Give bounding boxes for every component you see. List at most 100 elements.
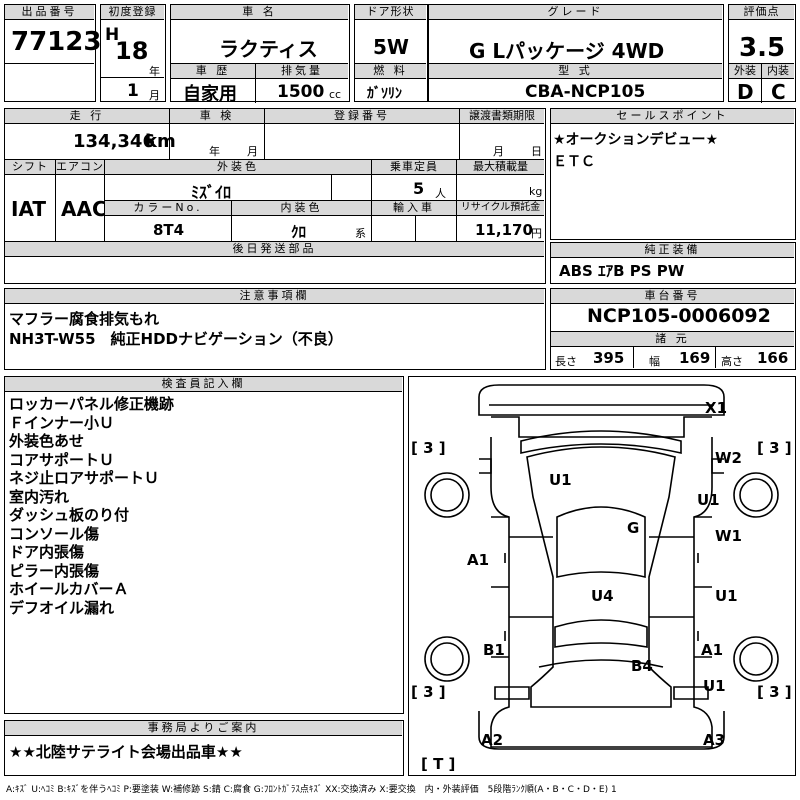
cc-unit: cc bbox=[329, 88, 342, 101]
parts-label: 後日発送部品 bbox=[5, 242, 544, 256]
mileage-unit: km bbox=[145, 131, 176, 152]
damage-a1-left: A1 bbox=[467, 551, 490, 569]
load-unit: kg bbox=[529, 185, 543, 198]
score: 3.5 bbox=[739, 33, 786, 63]
damage-a3: A3 bbox=[703, 731, 726, 749]
tire-front-left-tread: [ 3 ] bbox=[411, 439, 446, 457]
sales-points-box: セールスポイント ★オークションデビュー★ ＥＴＣ bbox=[550, 108, 796, 240]
office-label: 事務局よりご案内 bbox=[5, 721, 402, 735]
width: 169 bbox=[679, 349, 711, 367]
capacity-unit: 人 bbox=[435, 187, 446, 200]
insp-month-unit: 月 bbox=[247, 145, 258, 158]
car-name-box: 車 名 ラクティス 車 歴 排気量 自家用 1500 cc bbox=[170, 4, 350, 105]
model-label: 型 式 bbox=[429, 64, 722, 78]
displacement: 1500 bbox=[277, 82, 325, 102]
history-label: 車 歴 bbox=[171, 64, 255, 78]
import-label: 輸入車 bbox=[372, 201, 456, 215]
year-unit: 年 bbox=[149, 65, 160, 78]
chassis-label: 車台番号 bbox=[551, 289, 794, 303]
equipment-box: 純正装備 ABS ｴｱB PS PW bbox=[550, 242, 796, 284]
capacity-label: 乗車定員 bbox=[372, 160, 456, 174]
inspector-note: 室内汚れ bbox=[9, 487, 70, 506]
shift: IAT bbox=[11, 197, 47, 221]
car-diagram bbox=[424, 384, 779, 750]
car-diagram-box: X1 [ 3 ] [ 3 ] W2 U1 U1 G W1 A1 U4 U1 B1… bbox=[408, 376, 796, 776]
inspector-note: デフオイル漏れ bbox=[9, 598, 115, 617]
inspector-note: コンソール傷 bbox=[9, 524, 100, 543]
reg-year: 18 bbox=[115, 37, 149, 65]
color-no-label: カラーNo. bbox=[105, 201, 231, 215]
damage-u1-right-lower: U1 bbox=[715, 587, 738, 605]
dims-label: 諸 元 bbox=[551, 332, 794, 346]
office-box: 事務局よりご案内 ★★北陸サテライト会場出品車★★ bbox=[4, 720, 404, 776]
grade: G Lパッケージ 4WD bbox=[469, 39, 665, 63]
lot-box: 出品番号 77123 bbox=[4, 4, 101, 102]
inspector-note: Ｆインナー小Ｕ bbox=[9, 413, 115, 432]
tire-front-right-tread: [ 3 ] bbox=[757, 439, 792, 457]
recycle-fee: 11,170 bbox=[475, 221, 533, 239]
cc-label: 排気量 bbox=[256, 64, 348, 78]
height-label: 高さ bbox=[721, 355, 743, 368]
recycle-unit: 円 bbox=[531, 227, 542, 240]
inspector-notes-list: ロッカーパネル修正機跡 Ｆインナー小Ｕ 外装色あせ コアサポートＵ ネジ止ロアサ… bbox=[9, 395, 174, 617]
chassis-number: NCP105-0006092 bbox=[587, 305, 771, 327]
damage-u1-right-upper: U1 bbox=[697, 491, 720, 509]
inspector-note: ロッカーパネル修正機跡 bbox=[9, 395, 174, 413]
info-block: 走 行 車 検 登録番号 譲渡書類期限 134,346 km 年 月 月 日 シ… bbox=[4, 108, 546, 284]
registration-box: 初度登録 H 18 年 1 月 bbox=[100, 4, 166, 102]
inspector-note: ダッシュ板のり付 bbox=[9, 506, 130, 524]
damage-b1: B1 bbox=[483, 641, 505, 659]
recycle-label: リサイクル預託金 bbox=[457, 201, 544, 215]
length: 395 bbox=[593, 349, 625, 367]
month-unit: 月 bbox=[149, 89, 160, 102]
inspector-note: コアサポートＵ bbox=[9, 450, 115, 469]
score-label: 評価点 bbox=[729, 5, 794, 19]
equipment: ABS ｴｱB PS PW bbox=[559, 262, 685, 280]
insp-year-unit: 年 bbox=[209, 145, 220, 158]
reg-month: 1 bbox=[127, 81, 139, 101]
damage-a1-right: A1 bbox=[701, 641, 724, 659]
model: CBA-NCP105 bbox=[525, 82, 646, 102]
int-score: C bbox=[771, 80, 786, 104]
mileage: 134,346 bbox=[73, 131, 155, 152]
sales-point-1: ★オークションデビュー★ bbox=[553, 132, 719, 148]
int-color-label: 内装色 bbox=[232, 201, 371, 215]
score-box: 評価点 3.5 外装 内装 D C bbox=[728, 4, 796, 104]
spare-tire-mark: [ T ] bbox=[421, 755, 456, 773]
door-type: 5W bbox=[373, 35, 409, 59]
inspector-note: ドア内張傷 bbox=[9, 543, 85, 561]
damage-u1-rear: U1 bbox=[703, 677, 726, 695]
width-label: 幅 bbox=[649, 355, 660, 368]
car-name: ラクティス bbox=[219, 37, 318, 61]
lot-number: 77123 bbox=[11, 27, 102, 57]
chassis-box: 車台番号 NCP105-0006092 諸 元 長さ 395 幅 169 高さ … bbox=[550, 288, 796, 370]
door-label: ドア形状 bbox=[355, 5, 426, 19]
damage-u4: U4 bbox=[591, 587, 614, 605]
note-line-2: NH3T-W55 純正HDDナビゲーション（不良） bbox=[9, 330, 343, 348]
damage-a2: A2 bbox=[481, 731, 504, 749]
tire-rear-left-tread: [ 3 ] bbox=[411, 683, 446, 701]
damage-b4: B4 bbox=[631, 657, 653, 675]
car-name-label: 車 名 bbox=[171, 5, 348, 19]
plate-label: 登録番号 bbox=[265, 109, 459, 123]
inspector-note: ピラー内張傷 bbox=[9, 561, 100, 580]
inspector-note: ネジ止ロアサポートＵ bbox=[9, 469, 160, 487]
note-line-1: マフラー腐食排気もれ bbox=[9, 310, 160, 328]
inspector-label: 検査員記入欄 bbox=[5, 377, 402, 391]
shift-label: シフト bbox=[5, 160, 55, 174]
damage-w2: W2 bbox=[715, 449, 742, 467]
fuel: ｶﾞｿﾘﾝ bbox=[367, 86, 402, 102]
inspector-box: 検査員記入欄 ロッカーパネル修正機跡 Ｆインナー小Ｕ 外装色あせ コアサポートＵ… bbox=[4, 376, 404, 714]
height: 166 bbox=[757, 349, 789, 367]
tr-day-unit: 日 bbox=[531, 145, 542, 158]
damage-code-legend: A:ｷｽﾞ U:ﾍｺﾐ B:ｷｽﾞを伴うﾍｺﾐ P:要塗装 W:補修跡 S:錆 … bbox=[6, 785, 617, 795]
tr-month-unit: 月 bbox=[493, 145, 504, 158]
fuel-label: 燃 料 bbox=[355, 64, 426, 78]
damage-g: G bbox=[627, 519, 640, 537]
damage-u1-hood: U1 bbox=[549, 471, 572, 489]
notes-label: 注意事項欄 bbox=[5, 289, 544, 303]
color-number: 8T4 bbox=[153, 221, 185, 239]
int-score-label: 内装 bbox=[762, 64, 794, 78]
ext-score-label: 外装 bbox=[729, 64, 761, 78]
office-note: ★★北陸サテライト会場出品車★★ bbox=[9, 743, 243, 761]
